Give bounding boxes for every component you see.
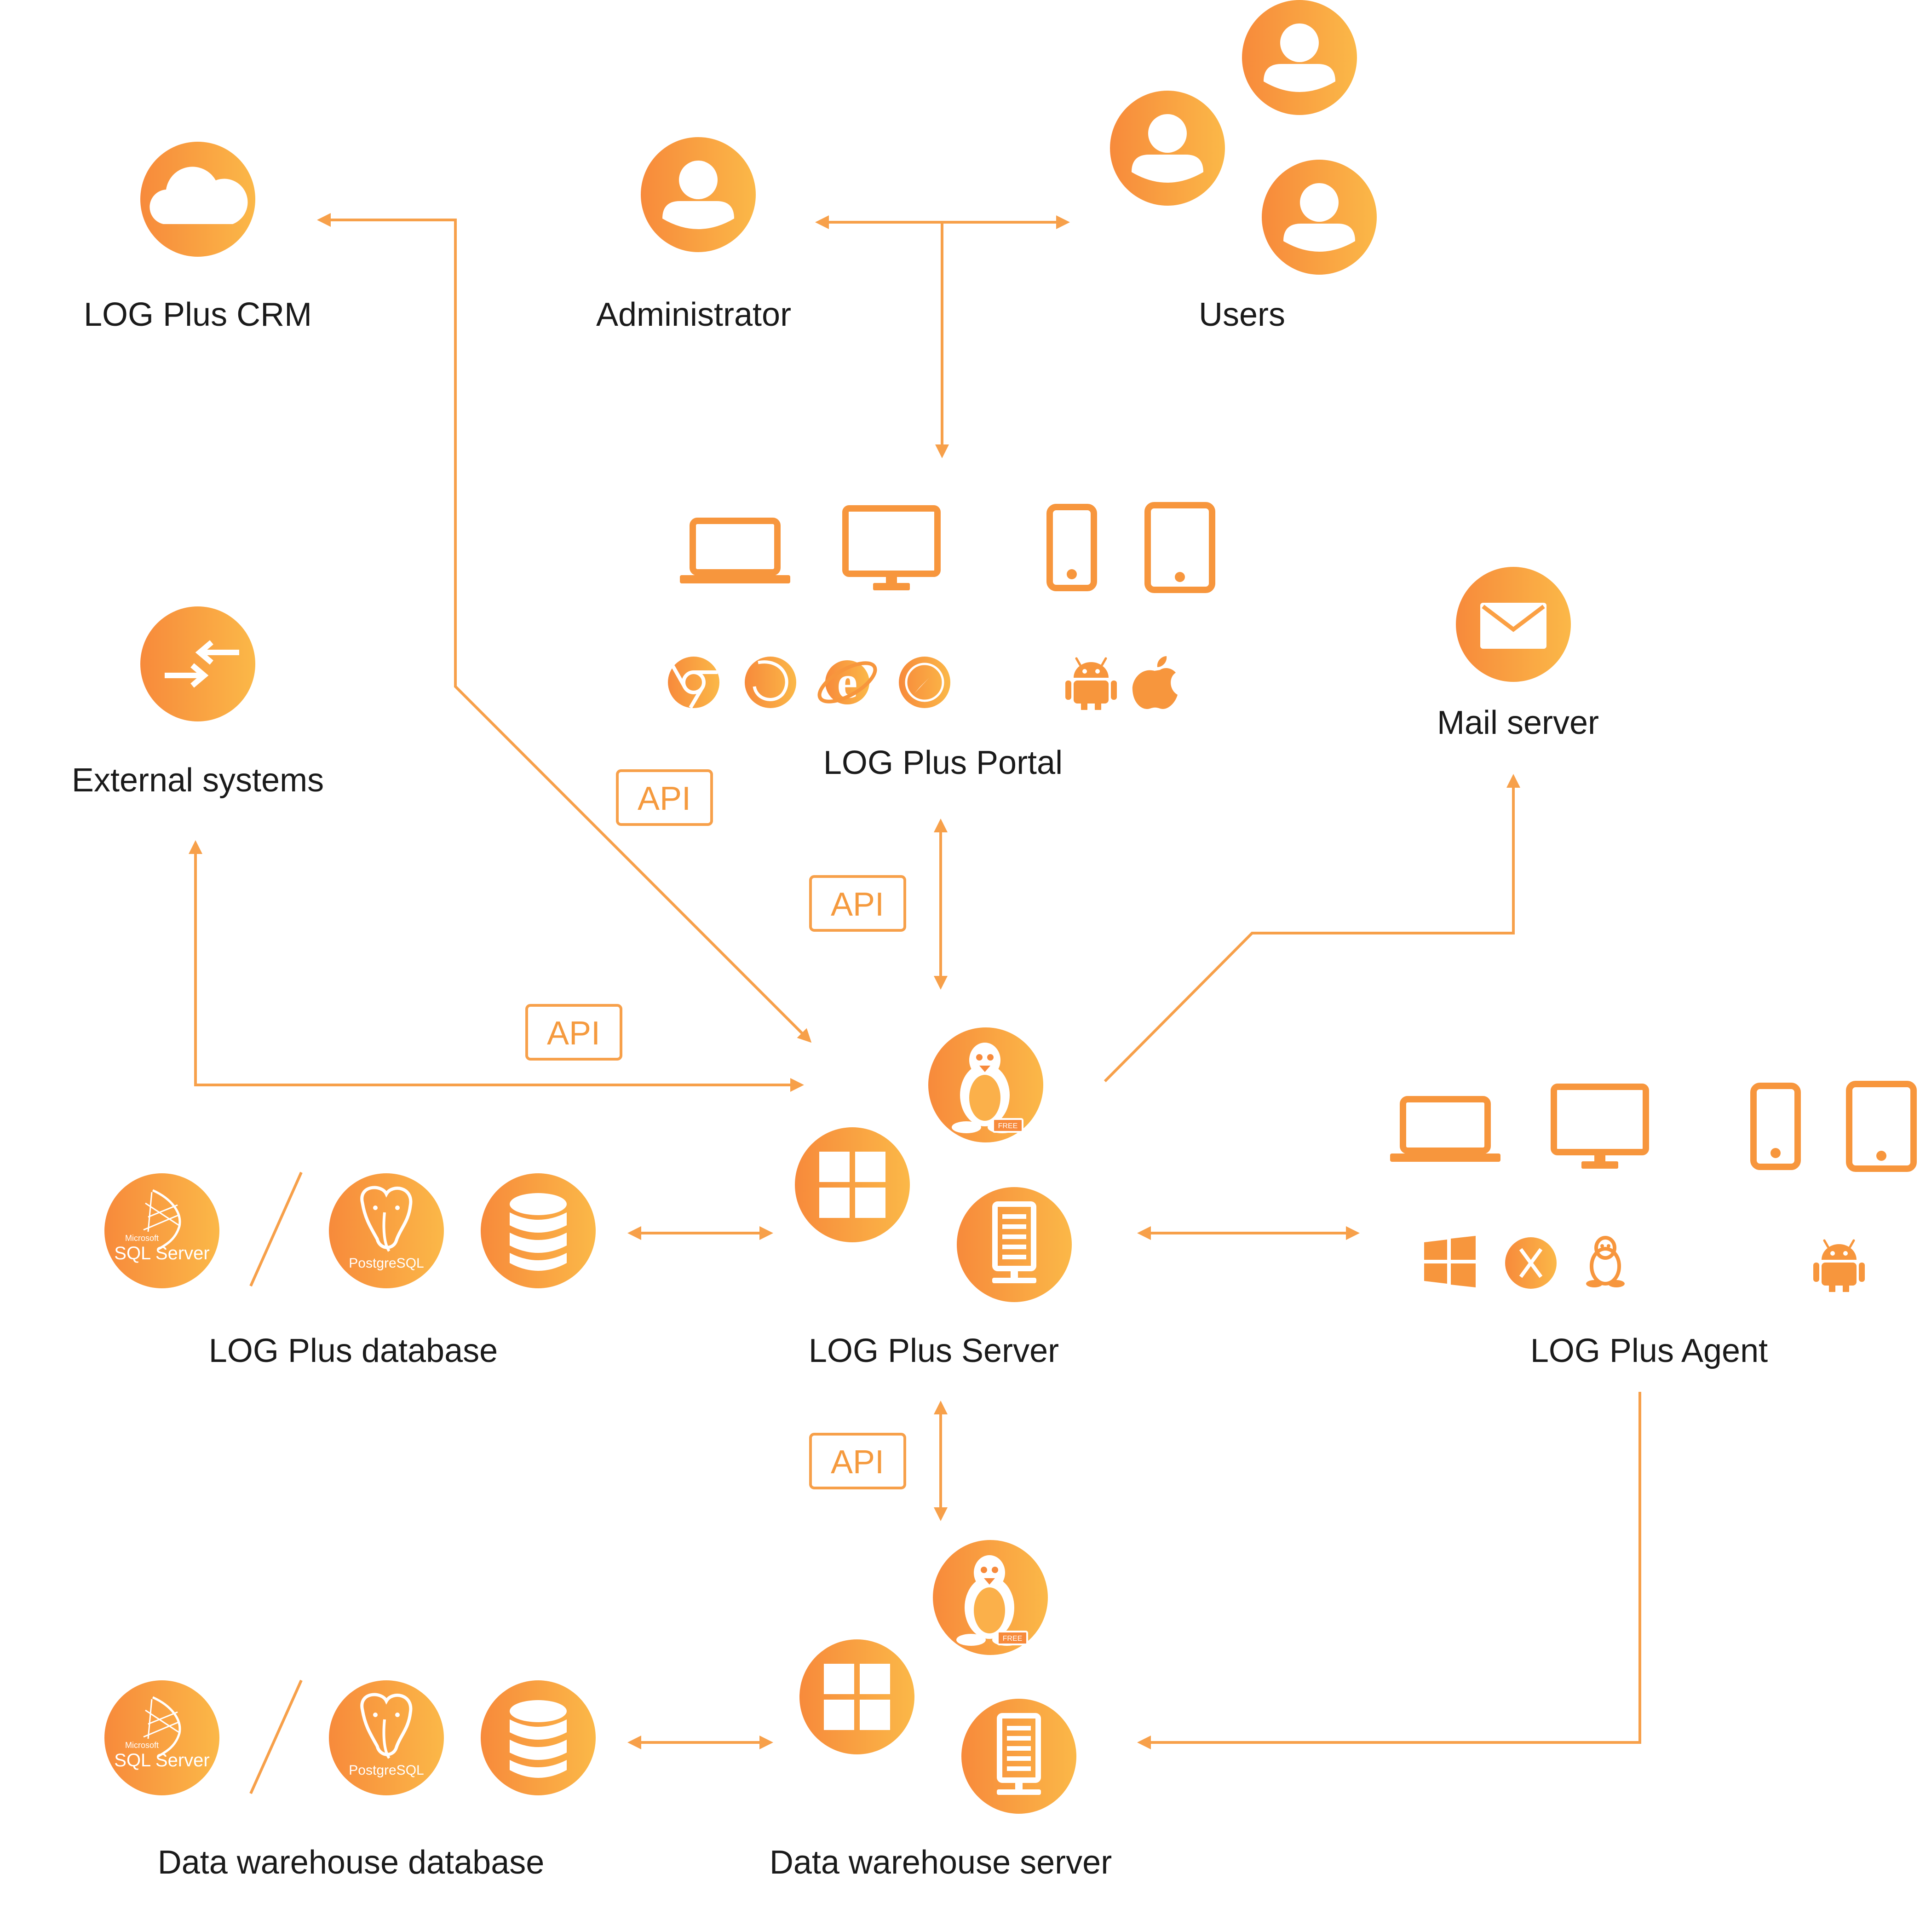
api-badge-portal: API [809,875,906,932]
node-label: Administrator [596,296,791,333]
apple-icon [1132,656,1178,709]
tablet-icon [1849,1084,1914,1169]
node-users: Users [1110,0,1377,333]
node-dw-server: Data warehouse server [770,1540,1112,1881]
phone-icon [1050,507,1094,588]
node-label: LOG Plus Server [809,1332,1059,1369]
linux-icon [1586,1238,1625,1287]
api-badge-dw: API [809,1433,906,1489]
node-administrator: Administrator [596,137,791,333]
node-mail: Mail server [1437,567,1599,741]
edge-server-crm [317,213,812,1043]
node-label: LOG Plus database [209,1332,498,1369]
edge-agent-dwserver [1137,1392,1641,1749]
android-icon [1813,1240,1865,1294]
node-dw-database: Data warehouse database [104,1679,596,1881]
cloud-icon [149,167,248,224]
tablet-icon [1148,505,1212,590]
api-badge-crm: API [616,769,713,826]
exchange-arrows-icon [165,640,239,688]
mail-icon [1480,603,1546,649]
monitor-icon [1554,1087,1646,1169]
internet-explorer-icon: e [817,657,877,708]
node-label: Data warehouse server [770,1844,1112,1881]
node-portal: e LOG Plus Portal [668,505,1212,781]
node-label: LOG Plus Agent [1530,1332,1768,1369]
api-badge-external: API [525,1004,622,1061]
api-label: API [831,1444,884,1481]
macos-x-icon [1505,1237,1557,1289]
android-icon [1065,658,1117,712]
separator [249,1171,303,1287]
api-label: API [831,886,884,923]
separator [249,1679,303,1794]
node-server: LOG Plus Server [795,1027,1072,1369]
safari-icon [899,657,950,708]
connectors [189,213,1641,1749]
edge-server-mail [1104,774,1520,1083]
laptop-icon [680,521,790,583]
laptop-icon [1390,1099,1500,1162]
node-database: LOG Plus database [104,1171,596,1369]
firefox-icon [745,657,796,708]
node-agent: LOG Plus Agent [1390,1084,1914,1369]
node-label: Users [1199,296,1285,333]
windows-icon [1424,1236,1476,1287]
node-label: LOG Plus Portal [823,744,1063,781]
node-external: External systems [72,606,324,799]
node-label: Data warehouse database [158,1844,545,1881]
api-label: API [638,780,691,817]
node-label: External systems [72,762,324,799]
api-label: API [547,1015,600,1052]
monitor-icon [845,508,937,590]
node-label: LOG Plus CRM [84,296,312,333]
edge-server-external [189,840,804,1092]
phone-icon [1753,1086,1798,1167]
chrome-icon [668,657,719,709]
node-crm: LOG Plus CRM [84,142,312,333]
node-label: Mail server [1437,704,1599,741]
